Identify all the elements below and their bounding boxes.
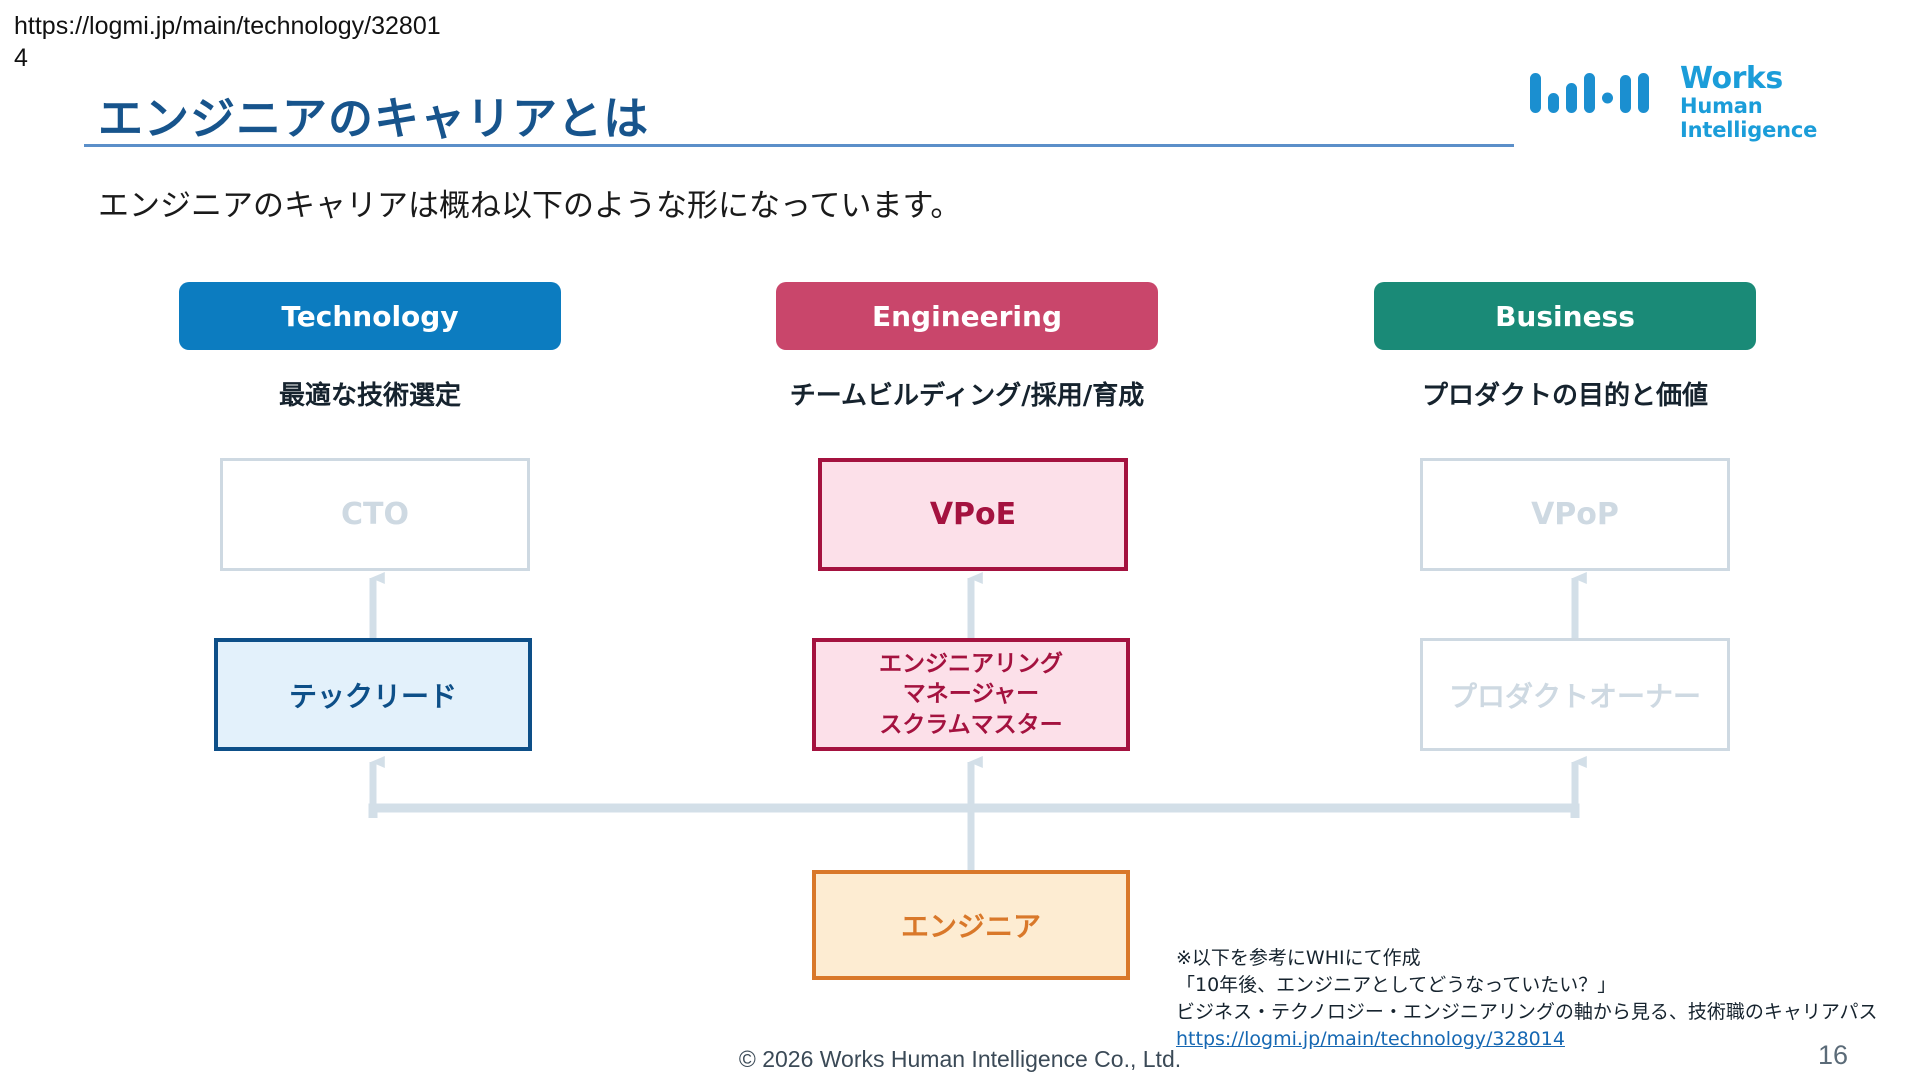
company-logo: Works Human Intelligence bbox=[1528, 60, 1858, 142]
footnote-line-3: ビジネス・テクノロジー・エンジニアリングの軸から見る、技術職のキャリアパス bbox=[1176, 1000, 1878, 1023]
footnote: ※以下を参考にWHIにて作成 「10年後、エンジニアとしてどうなっていたい？」 … bbox=[1176, 945, 1877, 1053]
logo-wordmark: Works Human Intelligence bbox=[1680, 61, 1858, 143]
logo-human-intelligence-text: Human Intelligence bbox=[1680, 94, 1818, 143]
footer-copyright: © 2026 Works Human Intelligence Co., Ltd… bbox=[738, 1046, 1182, 1072]
lead-paragraph: エンジニアのキャリアは概ね以下のような形になっています。 bbox=[98, 188, 962, 224]
node-cto-label: CTO bbox=[341, 497, 409, 532]
pillar-chip-engineering: Engineering bbox=[776, 282, 1158, 350]
node-cto[interactable]: CTO bbox=[220, 458, 530, 571]
pillar-chip-technology: Technology bbox=[179, 282, 561, 350]
footnote-line-1: ※以下を参考にWHIにて作成 bbox=[1176, 947, 1421, 969]
node-vpoe[interactable]: VPoE bbox=[818, 458, 1128, 571]
node-engineer-label: エンジニア bbox=[900, 910, 1041, 943]
node-em-line1: エンジニアリング bbox=[879, 650, 1063, 677]
footnote-line-2: 「10年後、エンジニアとしてどうなっていたい？」 bbox=[1176, 973, 1617, 996]
node-em-line3: スクラムマスター bbox=[879, 711, 1063, 738]
pillar-chip-business: Business bbox=[1374, 282, 1756, 350]
node-engineer[interactable]: エンジニア bbox=[812, 870, 1130, 980]
page-number: 16 bbox=[1817, 1040, 1848, 1070]
node-vpop[interactable]: VPoP bbox=[1420, 458, 1730, 571]
node-vpoe-label: VPoE bbox=[929, 497, 1017, 532]
node-vpop-label: VPoP bbox=[1531, 497, 1619, 532]
pillar-subtitle-business: プロダクトの目的と価値 bbox=[1421, 381, 1708, 411]
node-engineering-manager[interactable]: エンジニアリング マネージャー スクラムマスター bbox=[812, 638, 1130, 751]
title-underline bbox=[84, 144, 1514, 147]
url-annotation: https://logmi.jp/main/technology/328014 bbox=[14, 12, 441, 72]
pillar-subtitle-technology: 最適な技術選定 bbox=[278, 381, 461, 411]
node-tech-lead[interactable]: テックリード bbox=[214, 638, 532, 751]
logo-works-text: Works bbox=[1680, 61, 1783, 96]
footnote-source-link[interactable]: https://logmi.jp/main/technology/328014 bbox=[1176, 1027, 1565, 1050]
node-product-owner-label: プロダクトオーナー bbox=[1448, 679, 1701, 713]
distribution-bus bbox=[368, 803, 1580, 818]
pillar-subtitle-engineering: チームビルディング/採用/育成 bbox=[789, 381, 1145, 411]
node-engineering-manager-label: エンジニアリング マネージャー スクラムマスター bbox=[879, 649, 1063, 741]
node-em-line2: マネージャー bbox=[902, 681, 1040, 708]
node-product-owner[interactable]: プロダクトオーナー bbox=[1420, 638, 1730, 751]
page-title: エンジニアのキャリアとは bbox=[98, 92, 650, 145]
logo-bars-icon bbox=[1530, 73, 1649, 113]
node-tech-lead-label: テックリード bbox=[288, 679, 457, 713]
